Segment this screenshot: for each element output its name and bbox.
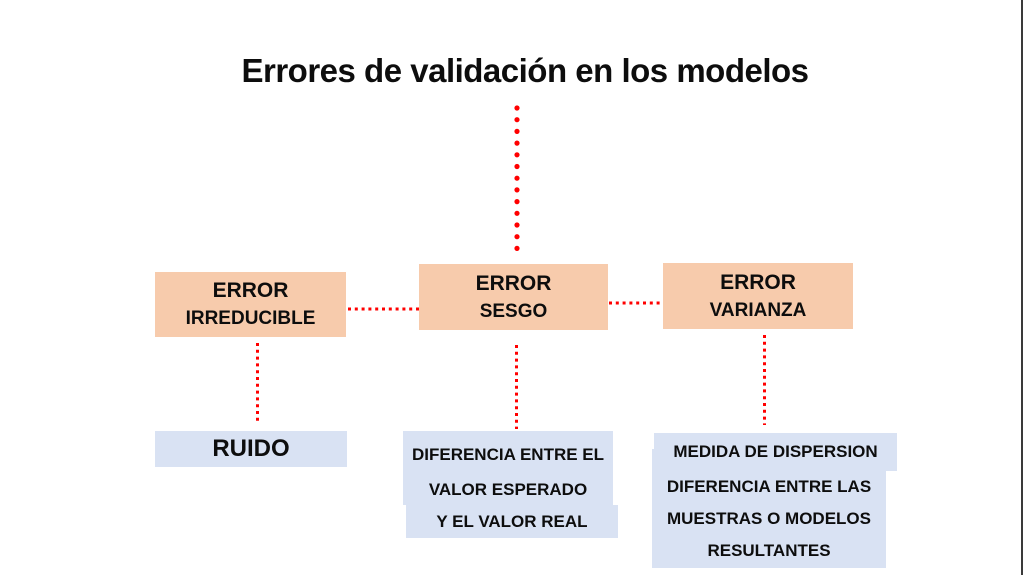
varianza-description-line2: DIFERENCIA ENTRE LAS bbox=[666, 477, 872, 496]
error-sesgo-line2: SESGO bbox=[479, 300, 548, 322]
error-irreducible-box: ERROR IRREDUCIBLE bbox=[155, 272, 346, 337]
varianza-description-line4: RESULTANTES bbox=[707, 541, 831, 560]
diagram-title: Errores de validación en los modelos bbox=[241, 52, 809, 89]
ruido-box: RUIDO bbox=[155, 431, 347, 467]
error-varianza-line2: VARIANZA bbox=[709, 299, 807, 321]
sesgo-description-box: DIFERENCIA ENTRE EL VALOR ESPERADO bbox=[403, 431, 613, 505]
right-edge-line bbox=[1021, 0, 1023, 575]
error-irreducible-line1: ERROR bbox=[212, 279, 289, 302]
error-varianza-line1: ERROR bbox=[720, 270, 796, 294]
error-irreducible-line2: IRREDUCIBLE bbox=[185, 308, 316, 329]
error-sesgo-box: ERROR SESGO bbox=[419, 264, 608, 330]
sesgo-description-line1: DIFERENCIA ENTRE EL bbox=[411, 445, 605, 464]
error-varianza-box: ERROR VARIANZA bbox=[663, 263, 853, 329]
varianza-description-line1: MEDIDA DE DISPERSION bbox=[673, 442, 878, 461]
error-sesgo-line1: ERROR bbox=[475, 271, 552, 295]
sesgo-description-line3: Y EL VALOR REAL bbox=[436, 511, 588, 531]
sesgo-description-line2: VALOR ESPERADO bbox=[428, 480, 588, 499]
sesgo-description-box2: Y EL VALOR REAL bbox=[406, 505, 618, 538]
varianza-description-box-top: MEDIDA DE DISPERSION bbox=[654, 433, 897, 471]
varianza-description-line3: MUESTRAS O MODELOS bbox=[666, 509, 871, 528]
ruido-label: RUIDO bbox=[212, 435, 290, 462]
